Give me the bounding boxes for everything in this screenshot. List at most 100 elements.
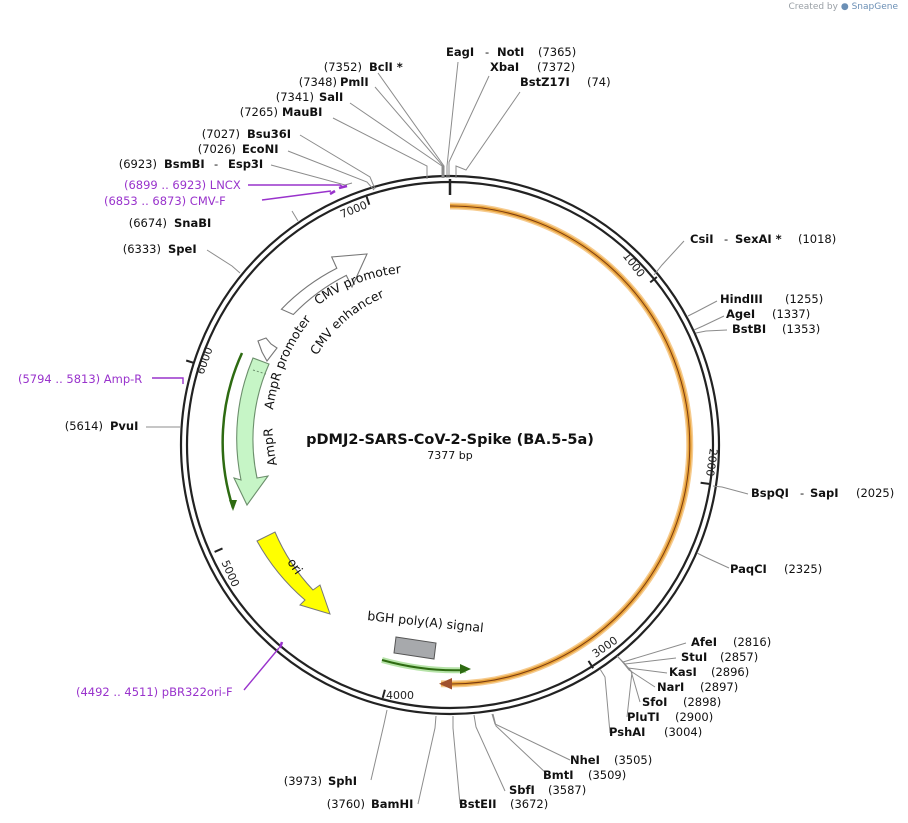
snapgene-logo-icon: ●: [840, 2, 849, 12]
ampr-direction-line: [221, 352, 244, 509]
site-bsu36I: Bsu36I: [247, 127, 291, 141]
site-pos-2025: (2025): [856, 486, 894, 500]
site-sfoI: SfoI: [642, 695, 667, 709]
site-pos-3505: (3505): [614, 753, 652, 767]
site-pos-6923: (6923): [119, 157, 157, 171]
site-labels-left: (7352) BclI * (7348) PmlI (7341) SalI (7…: [65, 60, 414, 811]
site-labels-top: EagI - NotI (7365) XbaI (7372) BstZ17I (…: [446, 45, 611, 89]
site-pos-1337: (1337): [772, 307, 810, 321]
site-pos-5614: (5614): [65, 419, 103, 433]
site-pos-3004: (3004): [664, 725, 702, 739]
site-notI: NotI: [497, 45, 524, 59]
site-ecoNI: EcoNI: [242, 142, 278, 156]
site-sexAI: SexAI *: [735, 232, 782, 246]
tick-2000: 2000: [703, 448, 720, 478]
site-bstZ17I: BstZ17I: [520, 75, 570, 89]
credit: Created by ● SnapGene: [788, 2, 898, 12]
site-pvuI: PvuI: [110, 419, 138, 433]
plasmid-size: 7377 bp: [427, 449, 472, 462]
site-pos-7365: (7365): [538, 45, 576, 59]
site-leader-lines: [146, 61, 749, 805]
primer-markers: [152, 184, 348, 691]
position-ticks: [185, 196, 710, 699]
site-pos-2857: (2857): [720, 650, 758, 664]
svg-text:-: -: [724, 232, 728, 246]
site-eagI: EagI: [446, 45, 474, 59]
tick-1000: 1000: [620, 250, 647, 280]
site-pos-7348: (7348): [299, 75, 337, 89]
site-pos-2325: (2325): [784, 562, 822, 576]
site-sapI: SapI: [810, 486, 839, 500]
cmv-promoter-arrow: [280, 253, 368, 316]
site-ageI: AgeI: [726, 307, 755, 321]
ori-arrow: [256, 531, 331, 615]
bgh-direction-arrowhead: [460, 664, 471, 674]
spike-orf: [439, 202, 694, 690]
site-sbfI: SbfI: [509, 783, 535, 797]
tick-4000: 4000: [386, 689, 414, 702]
site-pos-3587: (3587): [548, 783, 586, 797]
spike-orf-arrowhead: [439, 678, 452, 690]
site-pos-3760: (3760): [327, 797, 365, 811]
site-labels-right: CsiI - SexAI * (1018) HindIII (1255) Age…: [459, 232, 894, 811]
plasmid-name: pDMJ2-SARS-CoV-2-Spike (BA.5-5a): [306, 432, 594, 448]
site-nheI: NheI: [570, 753, 600, 767]
site-csiI: CsiI: [690, 232, 714, 246]
site-pos-7265: (7265): [240, 105, 278, 119]
primer-amp-r: (5794 .. 5813) Amp-R: [18, 372, 142, 386]
svg-text:-: -: [214, 157, 218, 171]
site-pos-1353: (1353): [782, 322, 820, 336]
svg-text:(7352): (7352): [324, 60, 362, 74]
bgh-polya-label: bGH poly(A) signal: [367, 608, 485, 635]
bgh-polya-box: [393, 636, 437, 660]
site-pmlI: PmlI: [340, 75, 369, 89]
site-pos-6333: (6333): [123, 242, 161, 256]
site-pos-6674: (6674): [129, 216, 167, 230]
svg-text:-: -: [800, 486, 804, 500]
site-bmtI: BmtI: [543, 768, 574, 782]
site-bstEII: BstEII: [459, 797, 497, 811]
site-pos-3509: (3509): [588, 768, 626, 782]
site-bamHI: BamHI: [371, 797, 413, 811]
site-kasI: KasI: [669, 665, 697, 679]
site-esp3I: Esp3I: [228, 157, 263, 171]
ampr-promoter-arrow: [257, 337, 278, 362]
site-sphI: SphI: [328, 774, 357, 788]
site-pshAI: PshAI: [609, 725, 645, 739]
site-pos-7026: (7026): [198, 142, 236, 156]
primer-labels: (6899 .. 6923) LNCX (6853 .. 6873) CMV-F…: [18, 178, 241, 699]
site-narI: NarI: [657, 680, 684, 694]
site-pos-1018: (1018): [798, 232, 836, 246]
site-pos-74: (74): [587, 75, 611, 89]
site-pos-1255: (1255): [785, 292, 823, 306]
site-pos-7352: (7352): [324, 60, 362, 74]
site-pluTI: PluTI: [627, 710, 660, 724]
primer-cmv-f: (6853 .. 6873) CMV-F: [104, 194, 226, 208]
credit-brand: SnapGene: [851, 2, 898, 12]
site-pos-2898: (2898): [683, 695, 721, 709]
primer-pbr322ori-f: (4492 .. 4511) pBR322ori-F: [76, 685, 233, 699]
site-pos-2900: (2900): [675, 710, 713, 724]
site-afeI: AfeI: [691, 635, 717, 649]
site-speI: SpeI: [168, 242, 197, 256]
site-paqCI: PaqCI: [730, 562, 767, 576]
site-xbaI: XbaI: [490, 60, 519, 74]
site-pos-2896: (2896): [711, 665, 749, 679]
site-pos-2816: (2816): [733, 635, 771, 649]
site-pos-7027: (7027): [202, 127, 240, 141]
site-hindIII: HindIII: [720, 292, 763, 306]
site-pos-3672: (3672): [510, 797, 548, 811]
site-salI: SalI: [319, 90, 343, 104]
credit-prefix: Created by: [788, 2, 838, 12]
site-stuI: StuI: [681, 650, 707, 664]
site-mauBI: MauBI: [282, 105, 322, 119]
site-pos-7372: (7372): [537, 60, 575, 74]
ampr-direction-arrowhead: [229, 500, 237, 511]
ampr-label: AmpR: [260, 428, 280, 468]
tick-5000: 5000: [219, 558, 242, 589]
site-pos-7341: (7341): [276, 90, 314, 104]
ampr-promoter-label: AmpR promoter: [261, 311, 314, 410]
tick-7000: 7000: [338, 198, 369, 221]
ampr-gene-arrow: [232, 357, 270, 507]
